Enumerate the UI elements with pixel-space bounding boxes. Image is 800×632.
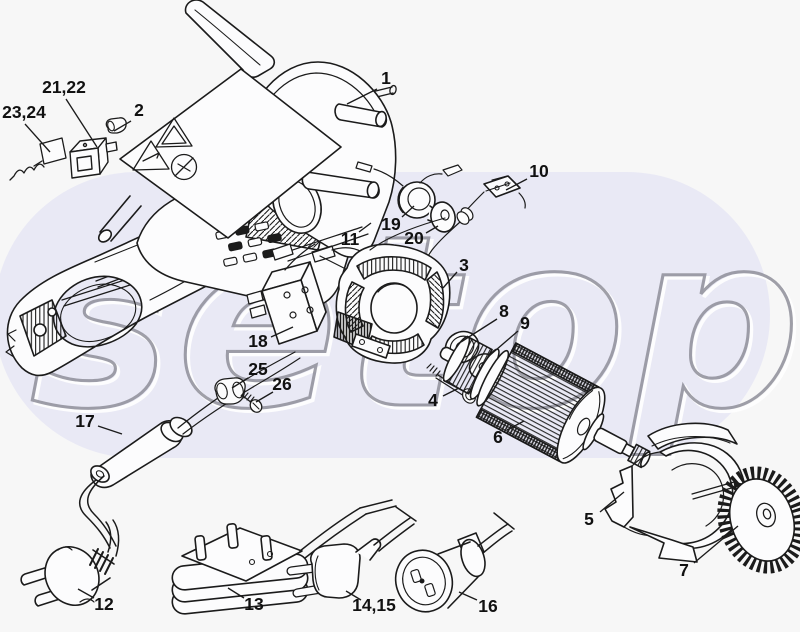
front-handle-tube-drawing bbox=[97, 0, 276, 243]
part-number-2: 2 bbox=[134, 100, 144, 120]
callout-leader-11 bbox=[358, 222, 372, 233]
part-number-5: 5 bbox=[584, 509, 594, 529]
clamp-screw-drawing bbox=[240, 390, 263, 413]
washer-20-drawing bbox=[430, 201, 456, 233]
part-number-20: 20 bbox=[404, 228, 424, 248]
part-number-14,15: 14,15 bbox=[352, 595, 396, 615]
part-number-6: 6 bbox=[493, 427, 503, 447]
part-number-25: 25 bbox=[248, 359, 268, 379]
prohibition-circle-icon bbox=[170, 153, 198, 181]
fan-housing-drawing bbox=[604, 422, 747, 563]
cable-clamp-drawing bbox=[214, 377, 246, 405]
part-number-21,22: 21,22 bbox=[42, 77, 86, 97]
part-number-16: 16 bbox=[478, 596, 498, 616]
callout-leader-9 bbox=[488, 330, 519, 357]
europlug-drawing bbox=[286, 506, 417, 599]
stator-drawing bbox=[333, 217, 451, 364]
kickback-warning-icon bbox=[132, 140, 170, 171]
carbon-brush-drawing bbox=[9, 137, 67, 181]
part-number-8: 8 bbox=[499, 301, 509, 321]
callout-leader-12 bbox=[77, 588, 95, 599]
euro-schuko-plug-drawing bbox=[20, 519, 120, 607]
callout-leader-21,22 bbox=[65, 98, 98, 148]
part-number-7: 7 bbox=[679, 560, 689, 580]
callout-leader-8 bbox=[460, 318, 498, 343]
callout-leader-10 bbox=[505, 178, 528, 191]
callout-leader-1 bbox=[346, 88, 378, 105]
part-number-17: 17 bbox=[75, 411, 94, 431]
callout-leader-18 bbox=[270, 326, 294, 338]
callout-leader-13 bbox=[227, 587, 245, 599]
part-number-9: 9 bbox=[520, 313, 530, 333]
fan-wheel-drawing bbox=[717, 466, 800, 574]
part-number-19: 19 bbox=[381, 214, 401, 234]
warning-triangle-icon bbox=[155, 117, 193, 148]
callout-leader-7 bbox=[693, 525, 739, 564]
callout-leader-23,24 bbox=[24, 123, 51, 153]
part-number-18: 18 bbox=[248, 331, 268, 351]
callout-leader-14,15 bbox=[345, 590, 362, 601]
callout-leader-6 bbox=[506, 420, 525, 431]
callout-leader-2 bbox=[113, 120, 132, 132]
callout-leader-26 bbox=[255, 391, 274, 403]
part-number-3: 3 bbox=[459, 255, 469, 275]
callout-leader-25 bbox=[231, 377, 249, 389]
part-number-11: 11 bbox=[341, 229, 360, 249]
part-number-12: 12 bbox=[94, 594, 114, 614]
callout-leader-3 bbox=[442, 271, 458, 289]
callout-leader-4 bbox=[442, 387, 460, 397]
switch-drawing bbox=[246, 243, 363, 345]
callout-leader-17 bbox=[97, 425, 123, 435]
part-number-1: 1 bbox=[381, 68, 391, 88]
part-number-13: 13 bbox=[244, 594, 264, 614]
callout-leader-20 bbox=[425, 225, 439, 234]
part-number-4: 4 bbox=[428, 390, 438, 410]
part-number-23,24: 23,24 bbox=[2, 102, 46, 122]
pin-drawing bbox=[105, 117, 127, 134]
part-number-26: 26 bbox=[272, 374, 292, 394]
callout-leader-16 bbox=[458, 591, 478, 601]
brush-holder-drawing bbox=[69, 137, 118, 179]
appliance-connector-drawing bbox=[394, 512, 515, 613]
callout-leader-5 bbox=[599, 491, 625, 513]
armature-drawing bbox=[439, 335, 651, 469]
warning-plate-drawing bbox=[119, 68, 342, 239]
part-number-10: 10 bbox=[529, 161, 549, 181]
line-art-layer bbox=[5, 0, 800, 615]
callout-leader-19 bbox=[401, 205, 415, 218]
